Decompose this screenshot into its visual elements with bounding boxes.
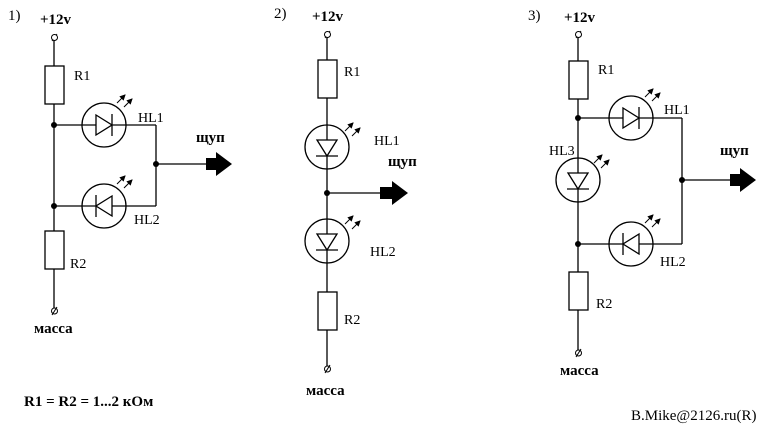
circuit-3-hl3-label: HL3 — [549, 144, 575, 159]
circuit-3-r1-label: R1 — [598, 63, 614, 78]
circuit-3-probe-arrow-icon — [730, 168, 756, 192]
circuit-1-hl1-label: HL1 — [138, 111, 164, 126]
author-credit: B.Mike@2126.ru(R) — [631, 408, 756, 424]
circuit-3-r2-label: R2 — [596, 297, 612, 312]
circuit-1-number: 1) — [8, 8, 21, 24]
circuit-2-hl1-label: HL1 — [374, 134, 400, 149]
circuit-3-ground-terminal-slash — [575, 348, 582, 358]
resistor-value-formula: R1 = R2 = 1...2 кОм — [24, 394, 153, 410]
circuit-1-ground-label: масса — [34, 321, 73, 337]
circuit-2-hl2-label: HL2 — [370, 245, 396, 260]
circuit-2: 2) +12v масса R1 R2 HL1 HL2 щуп — [274, 6, 417, 399]
circuit-3-number: 3) — [528, 8, 541, 24]
circuit-2-supply-label: +12v — [312, 9, 344, 25]
circuit-3-supply-terminal-ring — [575, 31, 582, 38]
circuit-3-led-hl1 — [608, 88, 661, 141]
circuit-2-led-hl1 — [304, 122, 361, 170]
circuit-1-supply-terminal-ring — [51, 34, 58, 41]
circuit-2-resistor-r1 — [317, 59, 338, 99]
circuit-3-led-hl2 — [608, 214, 661, 267]
circuit-3-junction — [575, 115, 581, 121]
circuit-1-probe-arrow-icon — [206, 152, 232, 176]
circuit-1-hl2-label: HL2 — [134, 213, 160, 228]
circuit-3-hl2-label: HL2 — [660, 255, 686, 270]
circuit-2-ground-label: масса — [306, 383, 345, 399]
circuit-1-probe-label: щуп — [196, 130, 225, 146]
circuit-2-junction — [324, 190, 330, 196]
circuit-3-resistor-r2 — [568, 271, 589, 311]
circuit-2-number: 2) — [274, 6, 287, 22]
circuit-3-junction — [575, 241, 581, 247]
circuit-1-junction — [51, 122, 57, 128]
circuit-2-r1-label: R1 — [344, 65, 360, 80]
circuit-1-r2-label: R2 — [70, 257, 86, 272]
circuit-3-supply-label: +12v — [564, 10, 596, 26]
circuit-3-probe-label: щуп — [720, 143, 749, 159]
circuit-2-probe-arrow-icon — [380, 181, 408, 205]
circuit-1-supply-label: +12v — [40, 12, 72, 28]
circuit-1-resistor-r2 — [44, 230, 65, 270]
circuit-1-led-hl2 — [81, 175, 133, 229]
circuit-1-junction — [153, 161, 159, 167]
circuit-1-r1-label: R1 — [74, 69, 90, 84]
circuit-3: 3) +12v масса R1 R2 HL1 HL2 HL3 щуп — [528, 8, 756, 379]
circuit-2-probe-label: щуп — [388, 154, 417, 170]
circuit-1: 1) +12v масса R1 R2 HL1 HL2 щуп — [8, 8, 232, 337]
circuit-2-resistor-r2 — [317, 291, 338, 331]
circuit-2-r2-label: R2 — [344, 313, 360, 328]
circuit-3-led-hl3 — [555, 154, 610, 203]
circuit-3-ground-label: масса — [560, 363, 599, 379]
circuit-2-led-hl2 — [304, 215, 361, 264]
circuit-1-junction — [51, 203, 57, 209]
circuit-1-resistor-r1 — [44, 65, 65, 105]
circuit-1-ground-terminal-slash — [51, 306, 58, 316]
circuit-2-ground-terminal-slash — [324, 364, 331, 374]
circuit-2-supply-terminal-ring — [324, 31, 331, 38]
circuit-3-resistor-r1 — [568, 60, 589, 100]
circuit-3-hl1-label: HL1 — [664, 103, 690, 118]
circuit-1-led-hl1 — [81, 94, 133, 148]
circuit-3-junction — [679, 177, 685, 183]
